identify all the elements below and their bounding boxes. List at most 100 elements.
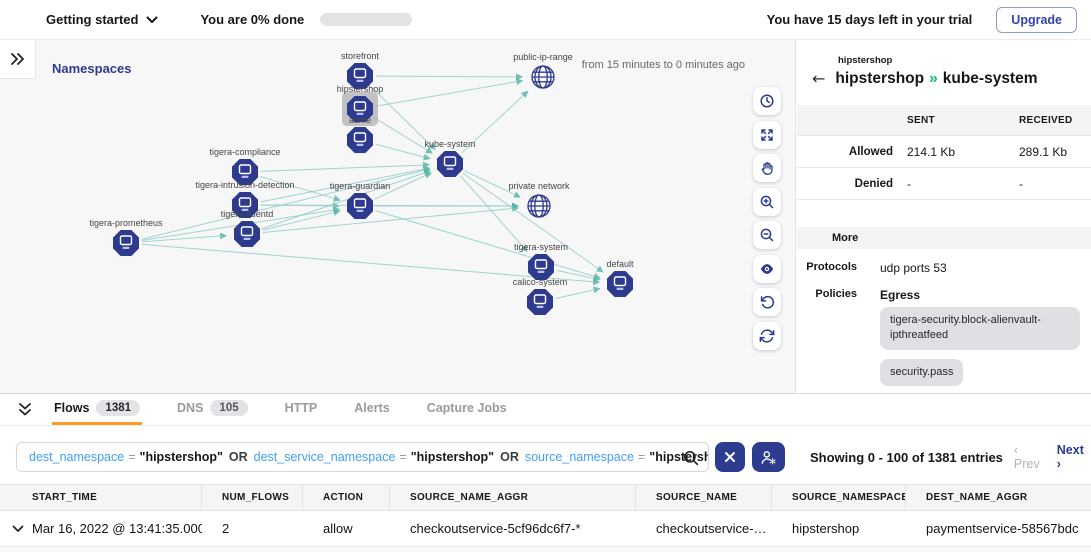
tab-label: DNS xyxy=(177,401,203,415)
row-expander-icon[interactable] xyxy=(12,525,24,533)
eye-icon xyxy=(759,261,775,277)
edge-calico-system-to-default xyxy=(556,289,600,299)
edge-tigera-compliance-to-kube-system xyxy=(261,165,429,172)
getting-started-dropdown[interactable]: Getting started xyxy=(46,12,158,27)
upgrade-button[interactable]: Upgrade xyxy=(996,7,1077,33)
query-token-field: source_namespace xyxy=(525,450,634,464)
protocols-field: Protocols udp ports 53 xyxy=(797,261,1091,275)
cell-source_name_aggr: checkoutservice-5cf96dc6f7-* xyxy=(390,511,636,546)
chevron-down-icon xyxy=(146,16,158,24)
policy-chip-list: tigera-security.block-alienvault-ipthrea… xyxy=(880,307,1080,393)
clock-icon xyxy=(759,93,775,109)
column-header-dest_name_aggr[interactable]: DEST_NAME_AGGR xyxy=(906,485,1091,510)
service-graph-panel: Namespaces from 15 minutes to 0 minutes … xyxy=(0,40,796,393)
node-label: acme xyxy=(349,115,371,125)
cell-source_name: checkoutservice-… xyxy=(636,511,772,546)
tab-capture-jobs[interactable]: Capture Jobs xyxy=(425,394,509,425)
column-header-source_name_aggr[interactable]: SOURCE_NAME_AGGR xyxy=(390,485,636,510)
clear-filter-button[interactable] xyxy=(715,442,746,472)
time-range-label: from 15 minutes to 0 minutes ago xyxy=(582,59,745,71)
edge-hipstershop-to-public-ip-range xyxy=(376,81,523,107)
refresh-icon xyxy=(759,328,775,344)
flow-direction-icon: » xyxy=(929,70,938,87)
pagination-summary: Showing 0 - 100 of 1381 entries xyxy=(810,450,1003,465)
node-label: tigera-guardian xyxy=(330,181,391,191)
zoom-out-icon xyxy=(759,227,775,243)
eye-button[interactable] xyxy=(753,255,781,283)
pan-hand-icon xyxy=(759,160,775,176)
tab-label: Flows xyxy=(54,401,89,415)
policies-field: Policies Egress xyxy=(797,288,1091,302)
user-settings-button[interactable] xyxy=(752,442,785,472)
query-token-op: = xyxy=(638,450,645,464)
graph-node-kube-system[interactable]: kube-system xyxy=(424,139,475,177)
column-header-source_name[interactable]: SOURCE_NAME xyxy=(636,485,772,510)
close-icon xyxy=(724,451,736,463)
query-token-op: = xyxy=(128,450,135,464)
expand-button[interactable] xyxy=(753,121,781,149)
graph-title: Namespaces xyxy=(52,61,132,76)
prev-page-button[interactable]: ‹ Prev xyxy=(1014,443,1047,471)
top-bar: Getting started You are 0% done You have… xyxy=(0,0,1091,40)
protocols-value: udp ports 53 xyxy=(880,261,947,275)
expand-sidebar-button[interactable] xyxy=(0,40,36,79)
graph-node-calico-system[interactable]: calico-system xyxy=(513,277,568,315)
graph-toolbar xyxy=(753,87,781,350)
double-chevron-down-icon xyxy=(17,402,33,417)
refresh-button[interactable] xyxy=(753,322,781,350)
egress-label: Egress xyxy=(880,288,920,302)
progress-label: You are 0% done xyxy=(200,12,304,27)
tab-label: Alerts xyxy=(354,401,389,415)
tab-count-badge: 105 xyxy=(210,400,247,416)
tab-http[interactable]: HTTP xyxy=(283,394,320,425)
undo-button[interactable] xyxy=(753,288,781,316)
pan-hand-button[interactable] xyxy=(753,154,781,182)
search-icon xyxy=(682,449,700,467)
more-section-header[interactable]: More xyxy=(797,227,1091,249)
context-namespace-label: hipstershop xyxy=(838,55,892,66)
node-label: hipstershop xyxy=(337,84,384,94)
column-header-action[interactable]: ACTION xyxy=(303,485,390,510)
cell-num_flows: 2 xyxy=(202,511,303,546)
column-header-start_time[interactable]: START_TIME xyxy=(0,485,202,510)
zoom-in-icon xyxy=(759,194,775,210)
node-label: private network xyxy=(508,181,570,191)
sent-column-header: SENT xyxy=(907,115,1019,126)
graph-node-public-ip-range[interactable]: public-ip-range xyxy=(513,52,573,88)
clock-button[interactable] xyxy=(753,87,781,115)
undo-icon xyxy=(759,294,775,310)
node-label: default xyxy=(606,259,634,269)
column-header-num_flows[interactable]: NUM_FLOWS xyxy=(202,485,303,510)
back-arrow-icon[interactable]: ← xyxy=(812,71,825,87)
graph-node-acme[interactable]: acme xyxy=(347,115,373,153)
zoom-in-button[interactable] xyxy=(753,188,781,216)
query-token-op: = xyxy=(399,450,406,464)
column-header-source_namespace[interactable]: SOURCE_NAMESPACE xyxy=(772,485,906,510)
expand-icon xyxy=(759,127,775,143)
trial-days-text: You have 15 days left in your trial xyxy=(767,12,973,27)
collapse-panel-button[interactable] xyxy=(14,394,36,425)
edge-title: hipstershop»kube-system xyxy=(835,70,1037,88)
node-label: tigera-prometheus xyxy=(89,218,163,228)
graph-node-default[interactable]: default xyxy=(606,259,634,297)
graph-node-tigera-system[interactable]: tigera-system xyxy=(514,242,568,280)
tab-dns[interactable]: DNS 105 xyxy=(175,394,250,425)
cell-source_namespace: hipstershop xyxy=(772,511,906,546)
tab-label: HTTP xyxy=(285,401,318,415)
node-label: tigera-intrusion-detection xyxy=(195,180,294,190)
zoom-out-button[interactable] xyxy=(753,221,781,249)
policy-chip: security.pass xyxy=(880,359,963,386)
tab-alerts[interactable]: Alerts xyxy=(352,394,391,425)
query-token-bool: OR xyxy=(500,450,519,464)
double-chevron-right-icon xyxy=(10,52,26,66)
query-token-val: "hipstershop xyxy=(649,450,709,464)
next-page-button[interactable]: Next › xyxy=(1057,443,1091,471)
user-gear-icon xyxy=(760,449,777,466)
node-label: tigera-fluentd xyxy=(221,209,274,219)
